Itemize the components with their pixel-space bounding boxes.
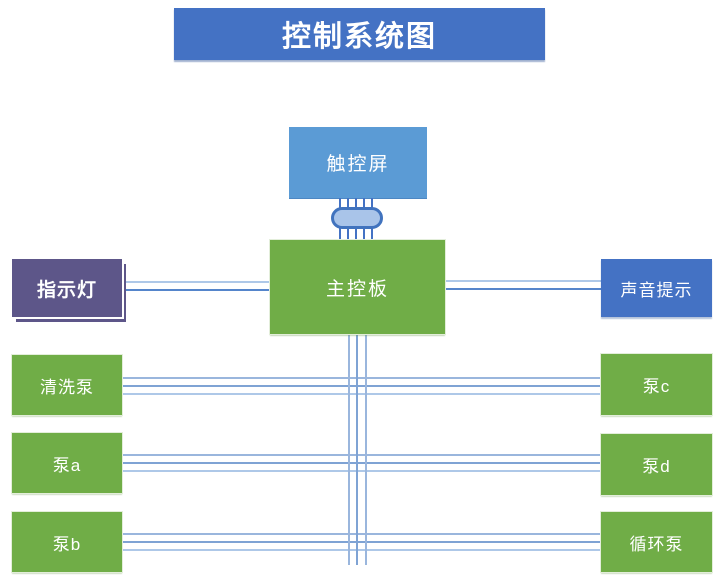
wire bbox=[122, 385, 601, 387]
node-pump-a: 泵a bbox=[12, 433, 122, 493]
wire bbox=[348, 334, 350, 565]
node-wash-pump: 清洗泵 bbox=[12, 355, 122, 415]
wire bbox=[356, 334, 358, 565]
node-pump-c: 泵c bbox=[601, 354, 712, 415]
wire bbox=[365, 334, 367, 565]
wire bbox=[122, 377, 601, 379]
wire bbox=[122, 393, 601, 395]
wire bbox=[122, 541, 601, 543]
node-circulation-pump: 循环泵 bbox=[601, 512, 712, 572]
wire bbox=[122, 549, 601, 551]
wire bbox=[122, 454, 601, 456]
wire bbox=[122, 533, 601, 535]
wire bbox=[122, 462, 601, 464]
node-pump-b: 泵b bbox=[12, 512, 122, 572]
node-sound-alert: 声音提示 bbox=[601, 259, 712, 317]
wire bbox=[445, 280, 601, 282]
node-touchscreen: 触控屏 bbox=[289, 127, 427, 198]
node-pump-d: 泵d bbox=[601, 434, 712, 495]
diagram-title: 控制系统图 bbox=[174, 8, 545, 60]
wire bbox=[123, 289, 270, 291]
wire bbox=[123, 281, 270, 283]
oval-bus-connector bbox=[331, 207, 383, 229]
node-indicator-light: 指示灯 bbox=[10, 257, 124, 319]
node-mainboard: 主控板 bbox=[270, 240, 445, 334]
wire bbox=[445, 288, 601, 290]
wire bbox=[122, 470, 601, 472]
